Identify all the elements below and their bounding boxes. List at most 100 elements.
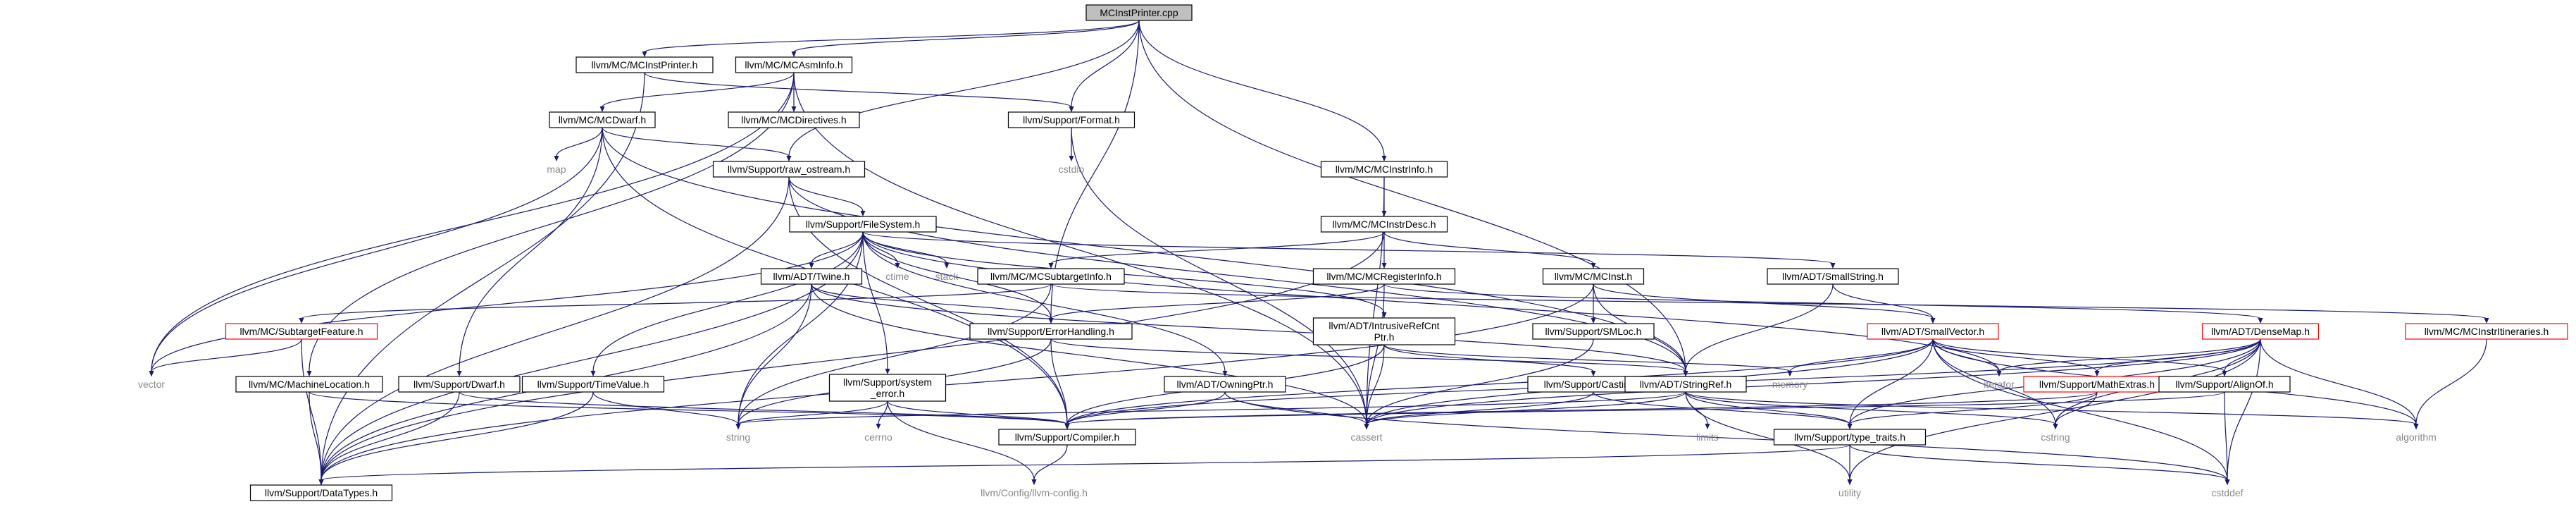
- node-label: llvm/Support/raw_ostream.h: [728, 164, 850, 175]
- node-label: llvm/MC/MCInstrDesc.h: [1332, 219, 1436, 230]
- edge-arrowhead: [1591, 262, 1596, 269]
- edge-root-to-stringref-h: [1138, 20, 1686, 372]
- edge-arrowhead: [1847, 479, 1853, 485]
- node-smloc-h[interactable]: llvm/Support/SMLoc.h: [1532, 323, 1655, 340]
- node-filesystem-h[interactable]: llvm/Support/FileSystem.h: [789, 216, 937, 233]
- node-mathextras-h[interactable]: llvm/Support/MathExtras.h: [2023, 376, 2171, 393]
- node-layer: MCInstPrinter.cpp llvm/MC/MCInstPrinter.h…: [138, 4, 2568, 501]
- node-box: [235, 376, 383, 393]
- node-format-h[interactable]: llvm/Support/Format.h: [1007, 111, 1135, 128]
- node-mcinstprinter-h[interactable]: llvm/MC/MCInstPrinter.h: [575, 56, 714, 73]
- node-box: [2201, 323, 2320, 340]
- node-alignof-h[interactable]: llvm/Support/AlignOf.h: [2158, 376, 2291, 393]
- node-box: [1085, 4, 1193, 21]
- node-label: algorithm: [2396, 431, 2437, 443]
- node-mcsubtargetinfo-h[interactable]: llvm/MC/MCSubtargetInfo.h: [977, 268, 1125, 285]
- node-raw-ostream-h[interactable]: llvm/Support/raw_ostream.h: [712, 161, 866, 178]
- node-mcdirectives-h[interactable]: llvm/MC/MCDirectives.h: [728, 111, 860, 128]
- node-stringref-h[interactable]: llvm/ADT/StringRef.h: [1624, 376, 1747, 393]
- node-subtargetfeature-h[interactable]: llvm/MC/SubtargetFeature.h: [225, 323, 378, 340]
- edge-arrowhead: [318, 479, 324, 485]
- edge-arrowhead: [2258, 317, 2263, 324]
- node-label: llvm/MC/MCInstrItineraries.h: [2425, 326, 2549, 337]
- edge-arrowhead: [1222, 370, 1228, 376]
- node-label: llvm/Support/type_traits.h: [1794, 431, 1905, 443]
- edge-type-traits-h-to-datatypes-h: [321, 444, 1850, 481]
- edge-arrowhead: [1830, 262, 1836, 269]
- node-type-traits-h[interactable]: llvm/Support/type_traits.h: [1773, 429, 1927, 446]
- edge-root-to-mcinstprinter-h: [644, 20, 1140, 53]
- node-iterator: iterator: [1984, 379, 2015, 390]
- edge-arrowhead: [590, 370, 596, 376]
- edge-arrowhead: [299, 317, 304, 324]
- node-label: llvm/ADT/OwningPtr.h: [1177, 379, 1274, 390]
- node-mcasminfo-h[interactable]: llvm/MC/MCAsmInfo.h: [735, 56, 853, 73]
- node-limits: limits: [1696, 431, 1719, 443]
- node-ctime: ctime: [885, 271, 909, 282]
- node-mcmachinelocation-h[interactable]: llvm/MC/MachineLocation.h: [235, 376, 383, 393]
- edge-raw-ostream-h-to-datatypes-h: [321, 176, 790, 481]
- node-dwarf-h[interactable]: llvm/Support/Dwarf.h: [398, 376, 521, 393]
- edge-system-error-h-to-llvm-config-h: [887, 400, 1035, 481]
- node-twine-h[interactable]: llvm/ADT/Twine.h: [760, 268, 863, 285]
- node-box: [1320, 161, 1448, 178]
- node-box: [2158, 376, 2291, 393]
- node-label: ctime: [885, 271, 909, 282]
- node-label: llvm/Config/llvm-config.h: [981, 487, 1088, 498]
- node-mcinstritineraries-h[interactable]: llvm/MC/MCInstrItineraries.h: [2405, 323, 2568, 340]
- node-label: llvm/MC/MCRegisterInfo.h: [1326, 271, 1441, 282]
- node-root[interactable]: MCInstPrinter.cpp: [1085, 4, 1193, 21]
- node-smallstring-h[interactable]: llvm/ADT/SmallString.h: [1767, 268, 1899, 285]
- edge-raw-ostream-h-to-filesystem-h: [788, 176, 864, 212]
- edge-filesystem-h-to-system-error-h: [862, 231, 888, 370]
- edge-mcdwarf-h-to-map: [556, 127, 603, 157]
- edge-mcdwarf-h-to-vector: [151, 127, 603, 372]
- node-label: vector: [138, 379, 165, 390]
- node-mcinstrinfo-h[interactable]: llvm/MC/MCInstrInfo.h: [1320, 161, 1448, 178]
- node-box: [735, 56, 853, 73]
- node-box: [1312, 268, 1456, 285]
- node-label: iterator: [1984, 379, 2015, 390]
- node-datatypes-h[interactable]: llvm/Support/DataTypes.h: [249, 484, 393, 501]
- node-densemap-h[interactable]: llvm/ADT/DenseMap.h: [2201, 323, 2320, 340]
- edge-timevalue-h-to-string: [592, 391, 739, 425]
- node-smallvector-h[interactable]: llvm/ADT/SmallVector.h: [1867, 323, 1999, 340]
- node-label: limits: [1696, 431, 1719, 443]
- edge-system-error-h-to-string: [738, 400, 888, 425]
- node-box: [969, 323, 1133, 340]
- node-label: cassert: [1350, 431, 1382, 443]
- edge-arrowhead: [860, 210, 866, 216]
- edge-mcasminfo-h-to-mcmachinelocation-h: [309, 72, 795, 372]
- node-mcregisterinfo-h[interactable]: llvm/MC/MCRegisterInfo.h: [1312, 268, 1456, 285]
- node-memory: memory: [1772, 379, 1808, 390]
- edge-arrowhead: [1930, 317, 1936, 324]
- node-map: map: [547, 164, 566, 175]
- node-mcdwarf-h[interactable]: llvm/MC/MCDwarf.h: [549, 111, 656, 128]
- edge-arrowhead: [735, 423, 741, 429]
- edge-stringref-h-to-cstring: [1685, 391, 2056, 425]
- node-owningptr-h[interactable]: llvm/ADT/OwningPtr.h: [1164, 376, 1286, 393]
- node-compiler-h[interactable]: llvm/Support/Compiler.h: [998, 429, 1136, 446]
- edge-mathextras-h-to-compiler-h: [1066, 391, 2098, 425]
- node-label: llvm/MC/MachineLocation.h: [249, 379, 370, 390]
- node-timevalue-h[interactable]: llvm/Support/TimeValue.h: [521, 376, 665, 393]
- edge-owningptr-h-to-cstddef: [1224, 391, 2228, 481]
- node-stack: stack: [935, 271, 959, 282]
- edge-arrowhead: [791, 106, 797, 112]
- edge-smloc-h-to-cassert: [1366, 338, 1594, 425]
- edge-smallvector-h-to-memory: [1789, 338, 1934, 372]
- node-mcinst-h[interactable]: llvm/MC/MCInst.h: [1542, 268, 1645, 285]
- node-label: llvm/MC/MCInstPrinter.h: [592, 59, 698, 71]
- edge-alignof-h-to-compiler-h: [1066, 391, 2225, 425]
- edge-smallvector-h-to-type-traits-h: [1849, 338, 1934, 425]
- node-label: llvm/Support/Format.h: [1023, 114, 1120, 125]
- node-mcinstrdesc-h[interactable]: llvm/MC/MCInstrDesc.h: [1320, 216, 1448, 233]
- node-system-error-h[interactable]: llvm/Support/system_error.h: [828, 374, 947, 402]
- edge-stringref-h-to-cassert: [1366, 391, 1686, 425]
- node-label: llvm/MC/MCDwarf.h: [559, 114, 646, 125]
- node-errorhandling-h[interactable]: llvm/Support/ErrorHandling.h: [969, 323, 1133, 340]
- edge-arrowhead: [1031, 479, 1037, 485]
- edge-arrowhead: [1048, 262, 1054, 269]
